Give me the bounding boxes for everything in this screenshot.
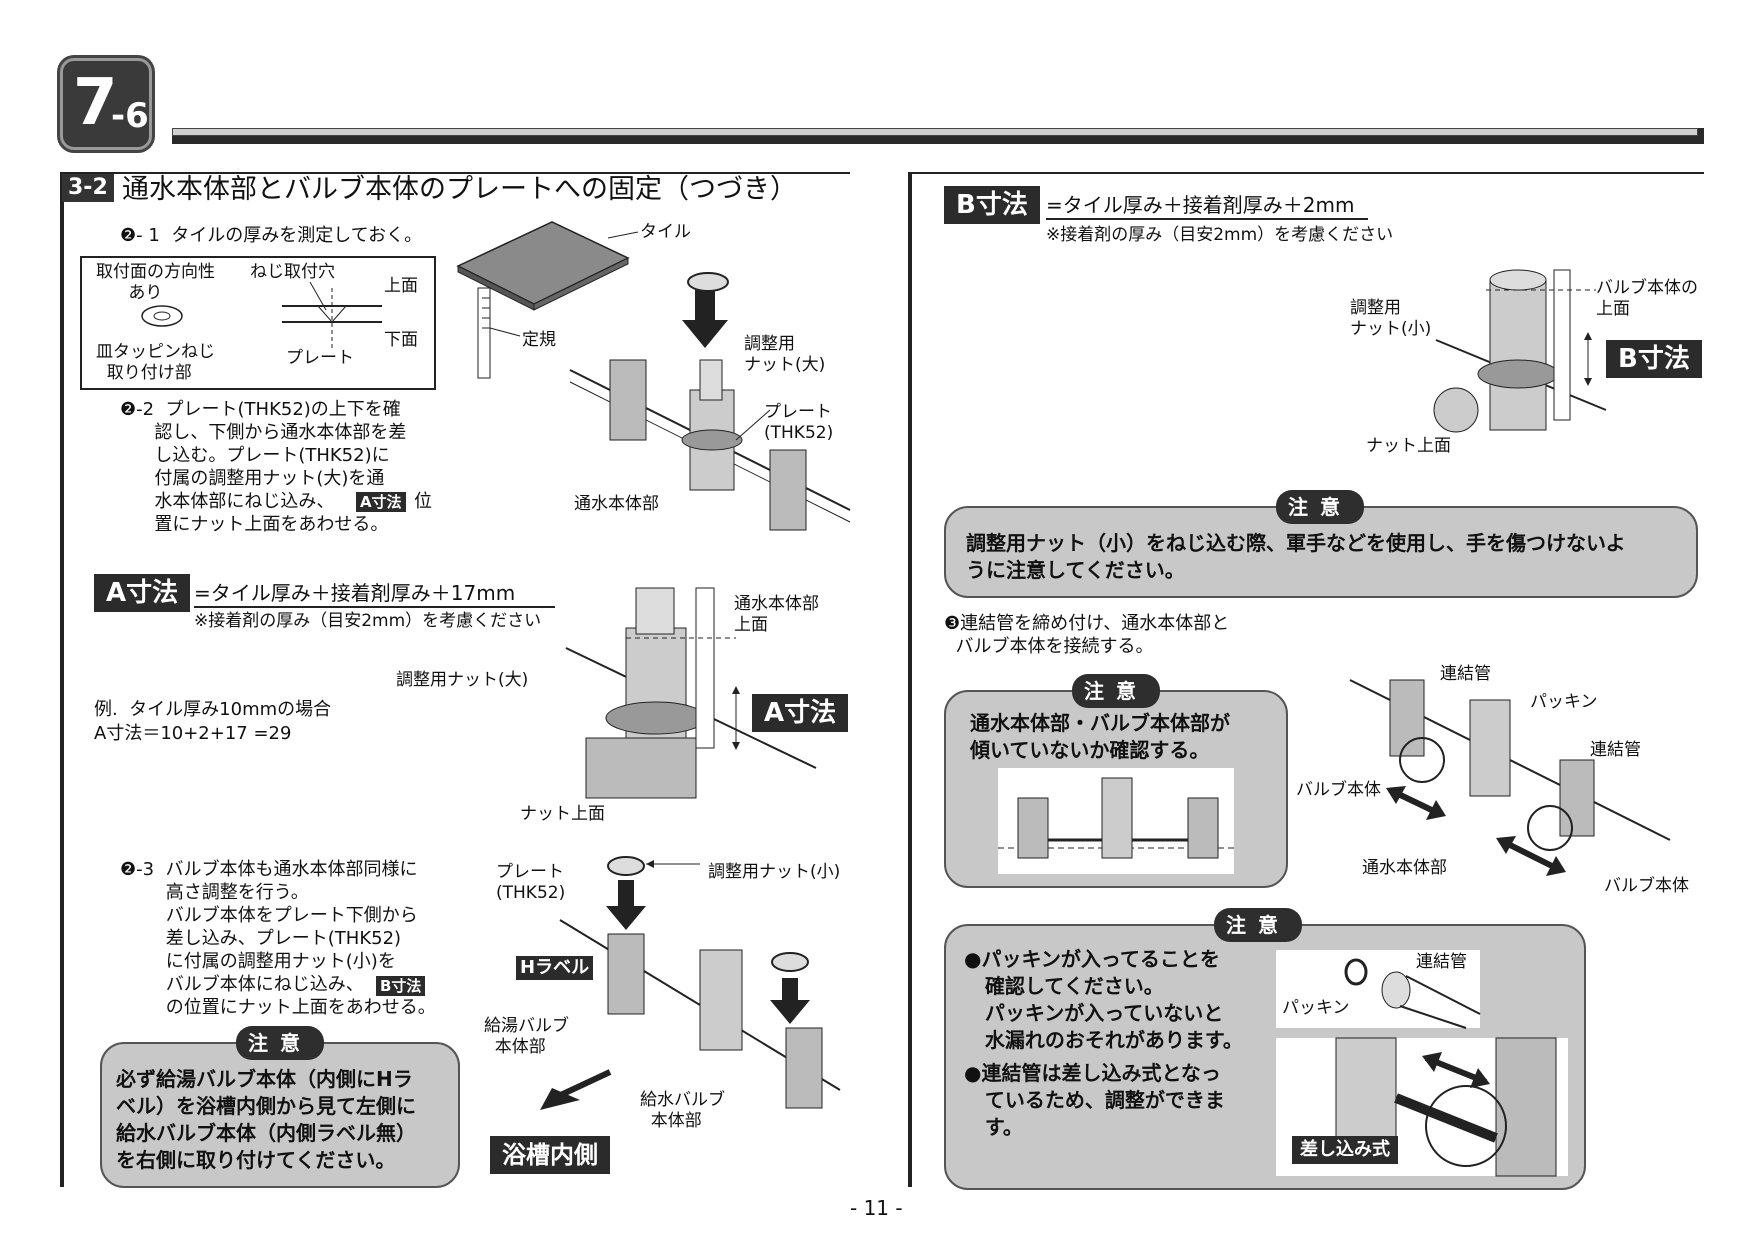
nut-small-label-2: 調整用 ナット(小) xyxy=(1350,298,1432,339)
right-column-border xyxy=(908,172,912,1187)
caution-bullet-2: ●連結管は差し込み式となっ ているため、調整ができま す。 xyxy=(964,1061,1225,1139)
valve-right-label: バルブ本体 xyxy=(1604,876,1689,896)
nut-large-label-2: 調整用ナット(大) xyxy=(396,670,529,690)
caution-text-2: 調整用ナット（小）をねじ込む際、軍手などを使用し、手を傷つけないよ うに注意して… xyxy=(966,531,1626,582)
nut-small-label-1: 調整用ナット(小) xyxy=(708,862,841,882)
cold-valve-label: 給水バルブ 本体部 xyxy=(640,1090,725,1131)
packing-photo: 連結管 パッキン xyxy=(1276,950,1481,1029)
inset-screw-part-label: 皿タッピンねじ 取り付け部 xyxy=(96,342,215,383)
page-title: 通水本体部とバルブ本体のプレートへの固定（つづき） xyxy=(122,174,797,205)
hot-valve-label: 給湯バルブ 本体部 xyxy=(484,1016,569,1057)
insert-type-tag: 差し込み式 xyxy=(1292,1136,1398,1164)
step-2-3-line-6: バルブ本体にねじ込み、 xyxy=(120,974,364,995)
subsection-badge: 3-2 xyxy=(62,174,114,202)
pipe-label-2: 連結管 xyxy=(1590,740,1641,760)
step-2-3-line-1: ❷-3 バルブ本体も通水本体部同様に xyxy=(120,859,418,880)
step-2-3-line-3: バルブ本体をプレート下側から xyxy=(120,905,418,926)
packing-label-1: パッキン xyxy=(1530,692,1598,712)
tile-label: タイル xyxy=(640,222,691,242)
step-2-3-line-2: 高さ調整を行う。 xyxy=(120,882,309,903)
inset-screw-hole-label: ねじ取付穴 xyxy=(250,262,335,282)
body-label-1: 通水本体部 xyxy=(574,494,659,514)
right-title-rule xyxy=(908,172,1704,174)
step-2-3-line-4: 差し込み、プレート(THK52) xyxy=(120,928,402,949)
left-title-rule xyxy=(60,172,850,174)
section-number-badge: 7 -6 xyxy=(60,58,152,150)
b-dimension-formula: =タイル厚み＋接着剤厚み＋2mm xyxy=(1046,192,1369,220)
section-number-minor: -6 xyxy=(111,96,149,136)
caution-box-1 xyxy=(100,1042,460,1188)
nut-top-label-2: ナット上面 xyxy=(1366,436,1451,456)
nut-large-label: 調整用 ナット(大) xyxy=(744,334,826,375)
inset-bottom-label: 下面 xyxy=(384,330,418,350)
step-2-2-line-5-tail: 位 xyxy=(414,491,432,512)
step-3-text: ❸連結管を締め付け、通水本体部と バルブ本体を接続する。 xyxy=(944,613,1230,657)
step-2-3-line-7: の位置にナット上面をあわせる。 xyxy=(120,997,436,1018)
b-dimension-note: ※接着剤の厚み（目安2mm）を考慮ください xyxy=(1046,225,1394,245)
orientation-inset: 取付面の方向性 あり ねじ取付穴 上面 下面 プレート 皿タッピンねじ 取り付け… xyxy=(80,256,436,390)
step-2-2-line-4: 付属の調整用ナット(大)を通 xyxy=(120,468,385,489)
b-dimension-diagram-label: B寸法 xyxy=(1606,340,1702,378)
header-rule-highlight xyxy=(172,128,1698,136)
valve-top-label: バルブ本体の 上面 xyxy=(1596,278,1698,319)
nut-top-label-1: ナット上面 xyxy=(520,804,605,824)
caution-tab-1: 注意 xyxy=(236,1026,324,1060)
caution-tab-3: 注意 xyxy=(1072,674,1160,708)
a-dimension-note: ※接着剤の厚み（目安2mm）を考慮ください xyxy=(194,611,542,631)
b-dimension-label: B寸法 xyxy=(944,186,1040,224)
body-top-label: 通水本体部 上面 xyxy=(734,594,819,635)
inset-top-label: 上面 xyxy=(384,276,418,296)
a-dimension-diagram-label: A寸法 xyxy=(752,694,849,732)
page-number: - 11 - xyxy=(850,1196,903,1220)
caution-text-3: 通水本体部・バルブ本体部が 傾いていないか確認する。 xyxy=(970,711,1230,762)
insert-photo: 差し込み式 xyxy=(1276,1037,1568,1177)
pipe-label-3: 連結管 xyxy=(1416,952,1467,972)
caution-tab-2: 注意 xyxy=(1276,490,1364,524)
packing-label-2: パッキン xyxy=(1282,998,1350,1018)
caution-bullet-1: ●パッキンが入ってることを 確認してください。 パッキンが入っていないと 水漏れ… xyxy=(964,947,1243,1052)
body-label-2: 通水本体部 xyxy=(1362,858,1447,878)
step-2-2-line-5: 水本体部にねじ込み、 xyxy=(120,491,335,512)
h-label-tag: Hラベル xyxy=(516,956,594,980)
a-dimension-example: 例. タイル厚み10mmの場合 xyxy=(94,699,332,720)
step-2-2-line-2: 認し、下側から通水本体部を差 xyxy=(120,422,407,443)
tub-side-label: 浴槽内側 xyxy=(490,1136,610,1174)
a-dimension-example-calc: A寸法＝10+2+17 =29 xyxy=(94,723,292,744)
caution-text-1: 必ず給湯バルブ本体（内側にHラ ベル）を浴槽内側から見て左側に 給水バルブ本体（… xyxy=(116,1067,416,1172)
a-dimension-formula: =タイル厚み＋接着剤厚み＋17mm xyxy=(194,580,556,608)
ruler-label: 定規 xyxy=(522,330,556,350)
caution-tab-4: 注意 xyxy=(1214,908,1302,942)
inset-drawing xyxy=(141,281,382,348)
step-2-3-line-5: に付属の調整用ナット(小)を xyxy=(120,951,396,972)
inset-direction-label: 取付面の方向性 あり xyxy=(96,262,215,303)
plate-thk52-label-2: プレート (THK52) xyxy=(496,862,566,903)
valve-assembly-drawing-2 xyxy=(540,856,841,1110)
a-dimension-inline-tag: A寸法 xyxy=(356,492,406,512)
alignment-photo xyxy=(998,768,1234,874)
valve-assembly-drawing-1 xyxy=(569,272,851,531)
step-2-2-line-1: ❷-2 プレート(THK52)の上下を確 xyxy=(120,399,401,420)
tile-ruler-drawing xyxy=(456,221,639,379)
connection-drawing xyxy=(1349,679,1671,876)
pipe-label-1: 連結管 xyxy=(1440,664,1491,684)
b-dimension-drawing xyxy=(1433,269,1607,433)
b-dimension-inline-tag: B寸法 xyxy=(376,976,426,996)
valve-left-label: バルブ本体 xyxy=(1296,780,1381,800)
step-2-2-line-6: 置にナット上面をあわせる。 xyxy=(120,514,389,535)
a-dimension-label: A寸法 xyxy=(94,574,191,612)
inset-plate-label: プレート xyxy=(286,348,354,368)
plate-thk52-label-1: プレート (THK52) xyxy=(764,402,834,443)
a-dimension-drawing xyxy=(565,587,817,799)
section-number-major: 7 xyxy=(73,66,118,140)
step-2-1-text: ❷- 1 タイルの厚みを測定しておく。 xyxy=(120,225,423,246)
step-2-2-line-3: し込む。プレート(THK52)に xyxy=(120,445,390,466)
left-column-border xyxy=(60,172,64,1187)
